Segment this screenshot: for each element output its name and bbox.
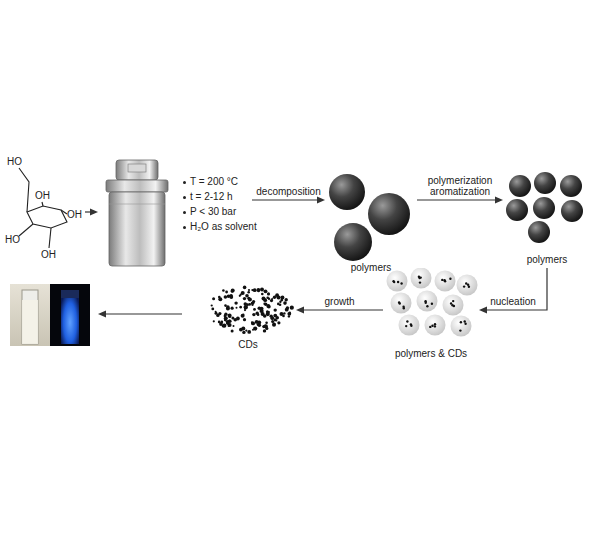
step-label: polymerization aromatization bbox=[420, 175, 500, 197]
node-caption: polymers & CDs bbox=[383, 348, 479, 360]
polymer-spheres: polymers bbox=[325, 166, 417, 274]
atom-label: OH bbox=[41, 249, 56, 261]
atom-label: OH bbox=[67, 209, 82, 221]
carbon-dots: CDs bbox=[200, 282, 296, 352]
small-polymer-spheres: polymers bbox=[503, 170, 591, 268]
condition-item: H₂O as solvent bbox=[183, 221, 257, 233]
process-arrow bbox=[296, 307, 383, 314]
vial-photo bbox=[10, 284, 90, 346]
flow-arrow bbox=[98, 311, 182, 318]
autoclave-conditions: T = 200 °Ct = 2-12 hP < 30 barH₂O as sol… bbox=[98, 158, 252, 270]
node-illustration bbox=[325, 166, 417, 274]
atom-label: OH bbox=[35, 190, 50, 202]
node-illustration bbox=[503, 170, 591, 268]
polymers-and-cds: polymers & CDs bbox=[383, 268, 479, 362]
glucose-structure: HO OH OH HO OH bbox=[5, 152, 85, 264]
node-illustration bbox=[383, 268, 479, 362]
condition-item: t = 2-12 h bbox=[183, 191, 233, 203]
process-arrow bbox=[252, 197, 325, 204]
node-caption: polymers bbox=[503, 254, 591, 266]
process-arrow bbox=[479, 268, 547, 314]
step-label: growth bbox=[324, 296, 354, 307]
atom-label: HO bbox=[5, 234, 20, 246]
process-arrow bbox=[417, 197, 503, 204]
step-label: nucleation bbox=[490, 296, 536, 307]
node-caption: polymers bbox=[325, 262, 417, 274]
step-label: decomposition bbox=[256, 186, 320, 197]
condition-item: T = 200 °C bbox=[183, 176, 238, 188]
atom-label: HO bbox=[7, 156, 22, 168]
process-arrow bbox=[85, 209, 98, 216]
node-illustration bbox=[5, 152, 85, 264]
condition-item: P < 30 bar bbox=[183, 206, 236, 218]
node-caption: CDs bbox=[200, 339, 296, 351]
